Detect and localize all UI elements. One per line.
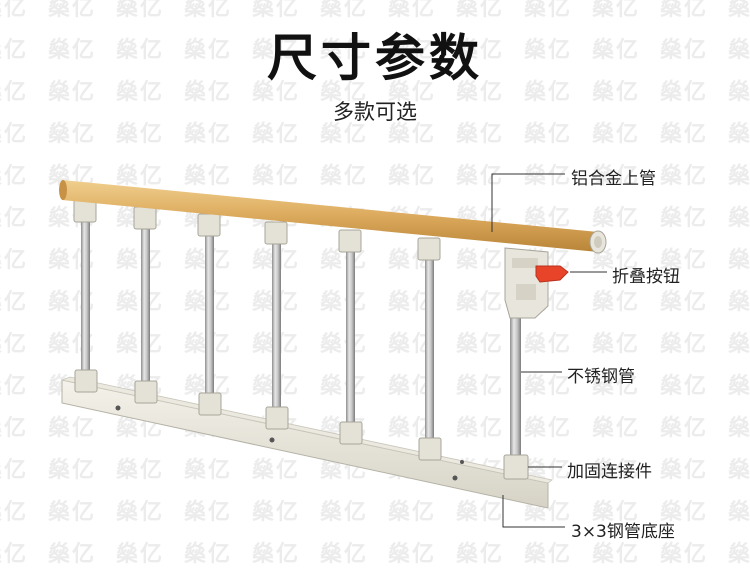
steel-posts — [81, 215, 521, 465]
callout-fold-button-label: 折叠按钮 — [612, 267, 680, 287]
fold-hinge — [504, 247, 569, 319]
upper-connectors — [73, 199, 441, 261]
callout-base-label: 3×3钢管底座 — [571, 522, 675, 542]
callout-steel-tube-label: 不锈钢管 — [567, 367, 635, 387]
callout-connector-label: 加固连接件 — [567, 462, 652, 482]
leader-lines — [491, 173, 607, 528]
callout-top-tube-label: 铝合金上管 — [571, 169, 656, 189]
lower-connectors — [74, 369, 529, 480]
page-title: 尺寸参数 — [267, 29, 483, 87]
top-rail — [59, 180, 607, 254]
page-subtitle: 多款可选 — [333, 100, 417, 124]
